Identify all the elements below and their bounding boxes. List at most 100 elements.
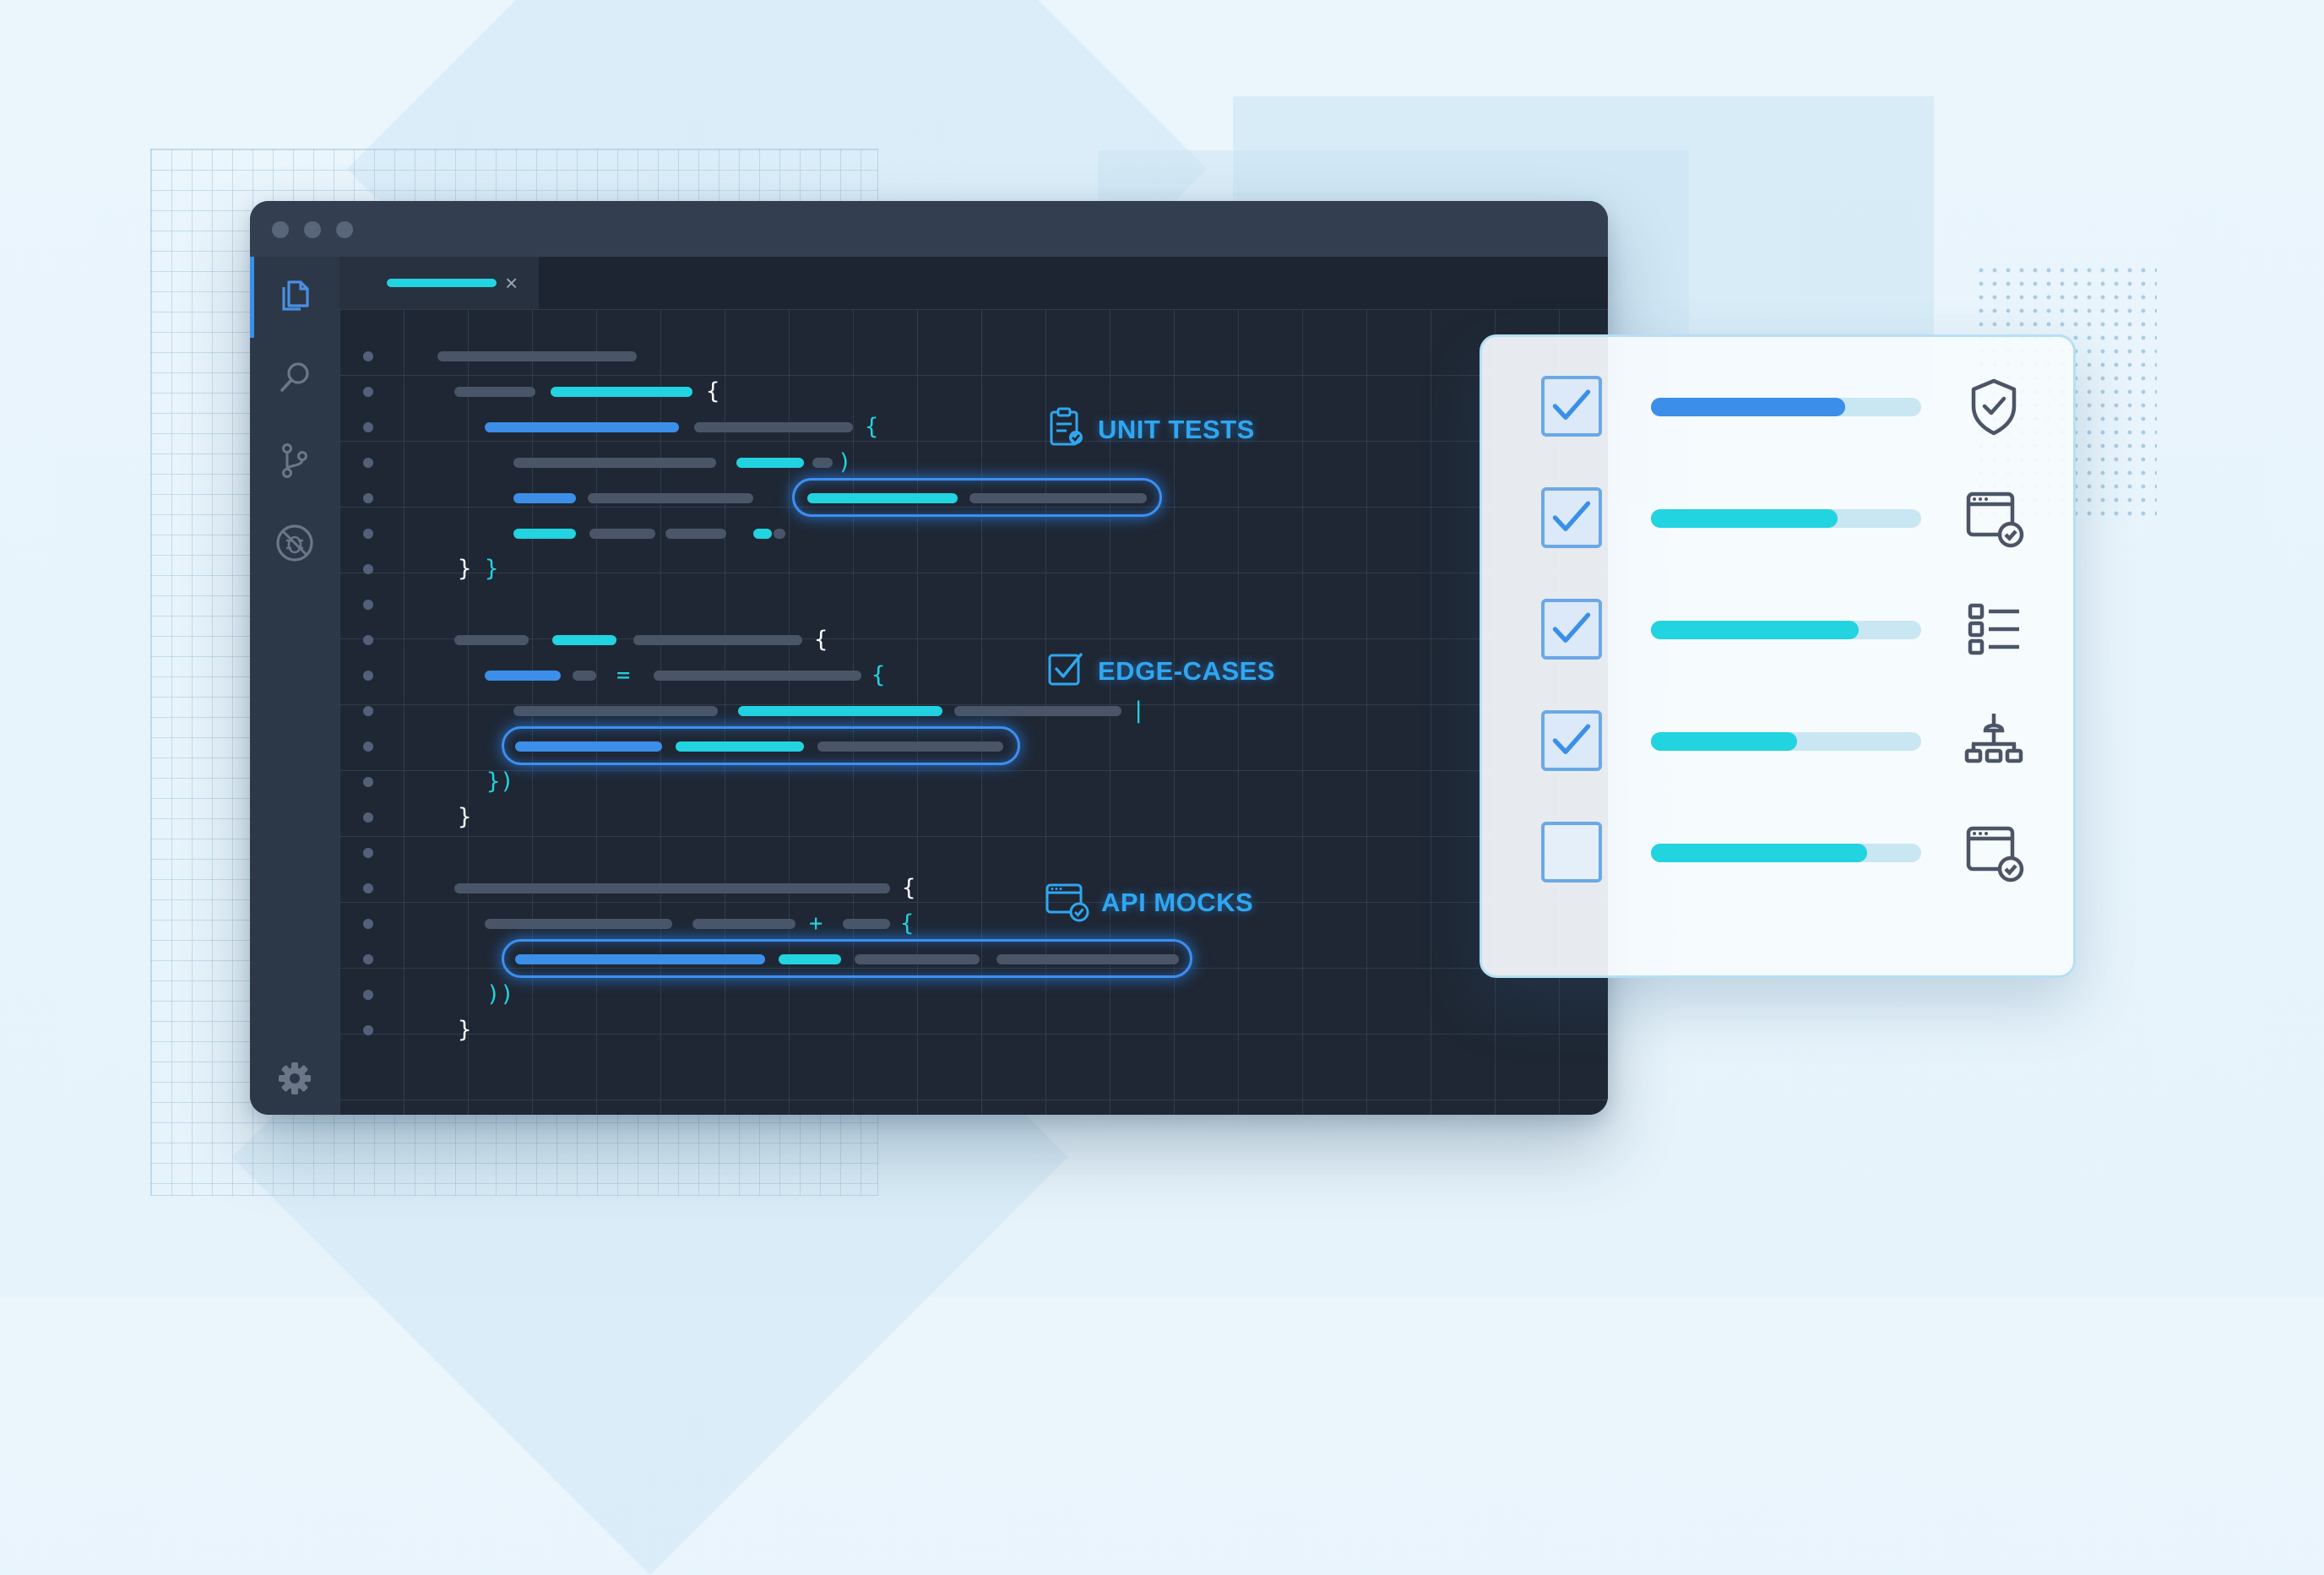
files-icon[interactable]: [272, 272, 318, 318]
line-marker: [363, 422, 373, 432]
code-token: [588, 493, 753, 503]
code-brace: {: [706, 378, 720, 405]
checkbox-checked[interactable]: [1541, 599, 1602, 660]
code-token: [513, 529, 576, 539]
code-token: [485, 919, 672, 929]
code-brace: }: [458, 556, 472, 582]
test-checklist-panel: [1480, 334, 2076, 978]
annotation-label: UNIT TESTS: [1098, 414, 1255, 444]
code-token: [515, 741, 662, 752]
code-token: [552, 635, 616, 645]
line-marker: [363, 990, 373, 1000]
code-token: [779, 954, 841, 964]
search-icon[interactable]: [272, 355, 318, 400]
debug-icon[interactable]: [272, 520, 318, 566]
checklist-row: [1482, 585, 2073, 670]
progress-bar: [1651, 509, 1921, 528]
code-token: [692, 919, 795, 929]
line-marker: [363, 777, 373, 787]
checklist-row: [1482, 697, 2073, 781]
checklist-row: [1482, 808, 2073, 893]
line-marker: [363, 883, 373, 893]
progress-fill: [1651, 509, 1838, 528]
browser-check-icon: [1960, 818, 2028, 886]
checkbox-checked[interactable]: [1541, 487, 1602, 548]
code-brace: }: [485, 556, 499, 582]
annotation-label: EDGE-CASES: [1098, 655, 1275, 686]
code-editor-window: × { { ) } }: [250, 201, 1608, 1115]
progress-fill: [1651, 621, 1860, 639]
line-marker: [363, 529, 373, 539]
code-token: [454, 387, 535, 397]
annotation-edge-cases: EDGE-CASES: [1044, 647, 1275, 695]
code-token: [633, 635, 802, 645]
source-control-icon[interactable]: [272, 437, 318, 483]
tab-close-button[interactable]: ×: [505, 270, 519, 296]
highlight-edge-cases-box[interactable]: [502, 726, 1020, 765]
code-brace: {: [872, 662, 886, 688]
code-operator: =: [616, 662, 631, 688]
code-brace: {: [814, 627, 828, 653]
checkbox-checked[interactable]: [1541, 376, 1602, 437]
checkbox-checked[interactable]: [1541, 710, 1602, 771]
code-token: [812, 458, 833, 468]
code-brace: {: [900, 910, 915, 937]
code-token: [807, 493, 958, 503]
checklist-row: [1482, 362, 2073, 447]
line-marker: [363, 812, 373, 823]
code-token: [753, 529, 772, 539]
line-marker: [363, 635, 373, 645]
code-token: [855, 954, 980, 964]
code-token: [694, 422, 853, 432]
shield-check-icon: [1960, 372, 2028, 440]
progress-bar: [1651, 732, 1921, 751]
line-marker: [363, 848, 373, 858]
code-brace: }: [458, 804, 472, 830]
code-token: [676, 741, 804, 752]
line-marker: [363, 919, 373, 929]
code-editor[interactable]: { { ) } } { = {: [339, 309, 1608, 1115]
checkbox-unchecked[interactable]: [1541, 822, 1602, 883]
tab-title-placeholder: [387, 279, 497, 287]
code-token: [843, 919, 890, 929]
code-token: [969, 493, 1147, 503]
line-marker: [363, 564, 373, 574]
window-control-dot[interactable]: [272, 221, 289, 238]
list-icon: [1960, 595, 2028, 663]
code-token: [996, 954, 1179, 964]
code-token: [736, 458, 804, 468]
browser-check-icon: [1960, 484, 2028, 551]
code-token: [954, 706, 1121, 716]
highlight-unit-tests-box[interactable]: [792, 478, 1162, 517]
checklist-row: [1482, 474, 2073, 558]
window-control-dot[interactable]: [336, 221, 353, 238]
line-marker: [363, 600, 373, 610]
code-brace: }): [486, 768, 514, 795]
code-brace: {: [902, 875, 916, 901]
code-token: [738, 706, 942, 716]
browser-check-icon: [1044, 878, 1091, 926]
line-marker: [363, 351, 373, 361]
text-cursor: |: [1132, 698, 1146, 724]
code-token: [454, 883, 890, 893]
progress-bar: [1651, 844, 1921, 862]
annotation-label: API MOCKS: [1101, 887, 1254, 917]
code-token: [485, 671, 561, 681]
code-token: [437, 351, 637, 361]
code-token: [589, 529, 655, 539]
active-indicator: [250, 257, 254, 338]
line-marker: [363, 671, 373, 681]
editor-tab[interactable]: ×: [339, 257, 539, 309]
tab-bar: ×: [339, 257, 1608, 309]
progress-fill: [1651, 398, 1846, 416]
checkbox-icon: [1044, 647, 1088, 695]
settings-gear-icon[interactable]: [274, 1057, 316, 1100]
code-token: [513, 493, 576, 503]
code-brace: {: [865, 414, 879, 440]
code-token: [774, 529, 785, 539]
window-control-dot[interactable]: [304, 221, 321, 238]
line-marker: [363, 706, 373, 716]
annotation-api-mocks: API MOCKS: [1044, 878, 1253, 926]
code-token: [513, 458, 716, 468]
highlight-api-mocks-box[interactable]: [502, 939, 1192, 978]
